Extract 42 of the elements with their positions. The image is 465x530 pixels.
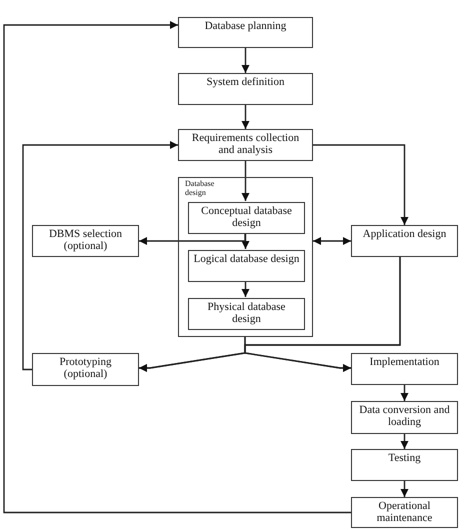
step-label: Data conversion and loading xyxy=(358,404,451,428)
process-box xyxy=(188,298,305,330)
group-heading: Database design xyxy=(185,179,216,197)
process-box xyxy=(32,353,139,386)
arrow xyxy=(22,141,178,370)
process-box xyxy=(351,225,458,257)
arrow xyxy=(400,385,408,401)
step-label: Physical database design xyxy=(206,301,286,325)
step-label: DBMS selection (optional) xyxy=(48,228,124,252)
group-box xyxy=(178,177,313,337)
process-box xyxy=(351,497,458,528)
process-box xyxy=(178,73,313,105)
process-box xyxy=(32,225,139,257)
step-label: Implementation xyxy=(370,356,440,368)
step-label: Requirements collection and analysis xyxy=(190,132,300,156)
process-box xyxy=(188,250,305,282)
step-label: Database planning xyxy=(204,20,286,32)
process-box xyxy=(351,353,458,385)
process-box xyxy=(351,449,458,481)
step-label: Prototyping (optional) xyxy=(58,356,112,380)
arrow xyxy=(313,237,351,245)
arrow xyxy=(139,233,246,245)
arrow xyxy=(242,233,250,249)
arrow xyxy=(242,161,250,201)
step-label: System definition xyxy=(206,76,284,88)
arrow xyxy=(400,481,408,497)
arrow xyxy=(242,281,250,297)
arrow xyxy=(400,434,408,449)
arrow xyxy=(242,105,250,129)
step-label: Testing xyxy=(388,452,421,464)
process-box xyxy=(188,202,305,234)
arrow xyxy=(242,48,250,73)
step-label: Conceptual database design xyxy=(200,205,293,229)
step-label: Operational maintenance xyxy=(376,500,434,524)
step-label: Logical database design xyxy=(194,253,300,265)
arrow xyxy=(244,257,401,372)
arrow xyxy=(313,144,408,225)
arrow xyxy=(3,21,351,514)
process-box xyxy=(351,401,458,434)
process-box xyxy=(178,17,313,48)
step-label: Application design xyxy=(362,228,446,240)
process-box xyxy=(178,129,313,161)
